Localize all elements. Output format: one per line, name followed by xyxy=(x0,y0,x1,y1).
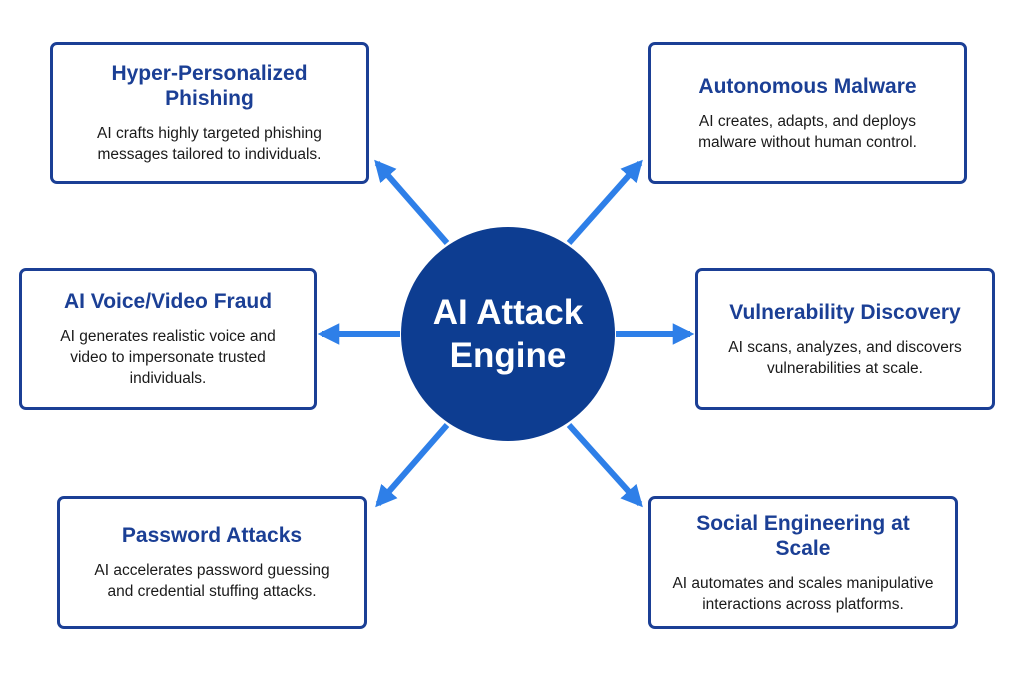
arrow-to-phishing xyxy=(374,159,450,245)
arrow-to-malware xyxy=(566,159,643,245)
node-description: AI accelerates password guessing and cre… xyxy=(94,562,330,600)
node-title: Vulnerability Discovery xyxy=(729,300,961,324)
node-description: AI crafts highly targeted phishing messa… xyxy=(97,125,322,163)
central-hub: AI Attack Engine xyxy=(401,227,615,441)
node-description: AI generates realistic voice and video t… xyxy=(60,328,276,387)
node-vulnerability: Vulnerability Discovery AI scans, analyz… xyxy=(695,268,995,410)
node-description: AI creates, adapts, and deploys malware … xyxy=(698,112,917,151)
arrow-to-social xyxy=(566,422,643,508)
arrow-to-password xyxy=(375,423,450,508)
node-title: Password Attacks xyxy=(121,524,303,547)
node-malware: Autonomous Malware AI creates, adapts, a… xyxy=(648,42,967,184)
node-phishing: Hyper-Personalized Phishing AI crafts hi… xyxy=(50,42,369,184)
node-title: Hyper-Personalized Phishing xyxy=(111,62,308,110)
node-voice-fraud: AI Voice/Video Fraud AI generates realis… xyxy=(19,268,317,410)
node-title: AI Voice/Video Fraud xyxy=(63,290,273,313)
node-password: Password Attacks AI accelerates password… xyxy=(57,496,367,629)
node-title: Autonomous Malware xyxy=(698,74,917,98)
node-description: AI scans, analyzes, and discovers vulner… xyxy=(728,338,962,377)
node-social-engineering: Social Engineering at Scale AI automates… xyxy=(648,496,958,629)
node-title: Social Engineering at Scale xyxy=(696,511,910,560)
node-description: AI automates and scales manipulative int… xyxy=(672,574,934,613)
hub-label: AI Attack Engine xyxy=(432,293,584,375)
